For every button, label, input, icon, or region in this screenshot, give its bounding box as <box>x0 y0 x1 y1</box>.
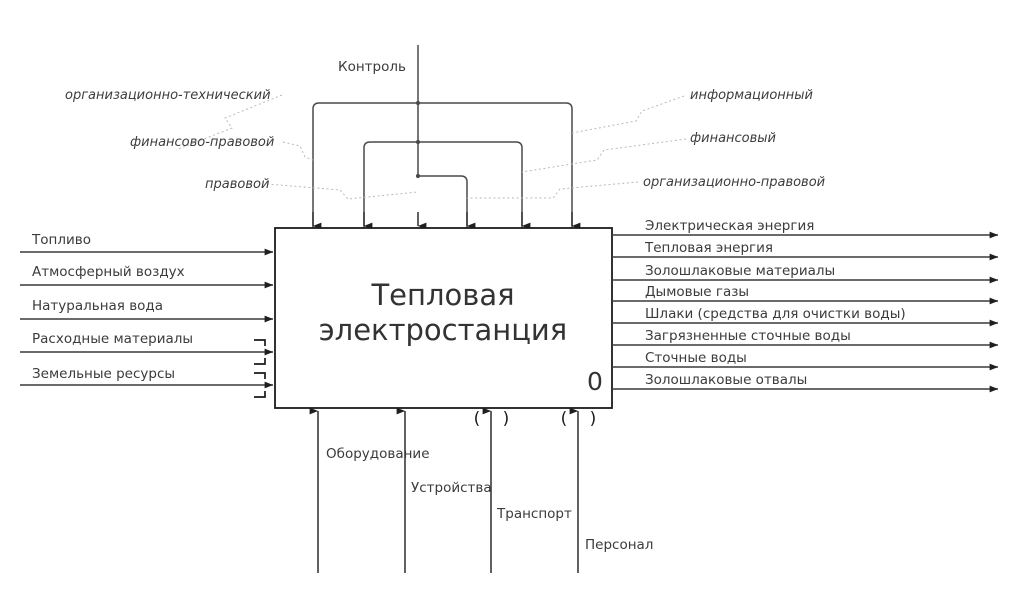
control-branch-network <box>312 45 573 228</box>
output-label-6: Загрязненные сточные воды <box>645 328 851 344</box>
control-trunk-label: Контроль <box>338 59 406 75</box>
tunnel-paren-close-4: ) <box>590 409 597 429</box>
leader-right-2 <box>521 138 687 173</box>
input-label-5: Земельные ресурсы <box>32 366 175 382</box>
input-label-4: Расходные материалы <box>32 331 193 347</box>
output-label-1: Электрическая энергия <box>645 218 814 234</box>
input-arrows <box>20 248 274 389</box>
output-label-4: Дымовые газы <box>645 284 749 300</box>
control-bracket-level-3 <box>418 175 468 228</box>
tunnel-bracket-in4-bottom <box>254 358 266 365</box>
output-label-7: Сточные воды <box>645 350 747 366</box>
activity-box-title-line-2: электростанция <box>319 313 567 347</box>
mechanism-label-3: Транспорт <box>496 506 572 522</box>
control-bracket-level-1 <box>312 102 573 228</box>
output-label-8: Золошлаковые отвалы <box>645 372 807 388</box>
output-label-5: Шлаки (средства для очистки воды) <box>645 306 906 322</box>
tunnel-paren-open-4: ( <box>561 409 568 429</box>
leader-right-1 <box>571 95 685 134</box>
activity-box-title-line-1: Тепловая <box>370 278 514 312</box>
control-leader-lines <box>175 94 687 200</box>
output-label-2: Тепловая энергия <box>644 240 773 256</box>
control-label-left-1: организационно-технический <box>65 88 271 103</box>
tunnel-bracket-in5-top <box>254 372 266 379</box>
tunnel-paren-open-3: ( <box>474 409 481 429</box>
mechanism-label-1: Оборудование <box>326 446 430 462</box>
control-label-left-3: правовой <box>205 177 269 192</box>
activity-box <box>274 227 613 409</box>
tunnel-paren-close-3: ) <box>503 409 510 429</box>
leader-left-3 <box>266 183 419 200</box>
control-label-right-2: финансовый <box>690 131 776 146</box>
activity-box-node-number: 0 <box>587 367 603 396</box>
input-label-3: Натуральная вода <box>32 298 163 314</box>
input-label-2: Атмосферный воздух <box>32 264 185 280</box>
leader-right-3 <box>467 181 639 199</box>
tunnel-bracket-in4-top <box>254 339 266 346</box>
output-arrows <box>612 231 999 393</box>
mechanism-tunnel-markers: ( ) ( ) <box>474 409 597 429</box>
control-label-right-1: информационный <box>690 88 813 103</box>
tunnel-bracket-in5-bottom <box>254 391 266 398</box>
mechanism-label-4: Персонал <box>585 537 653 553</box>
output-label-3: Золошлаковые материалы <box>645 263 835 279</box>
leader-left-2 <box>282 141 314 161</box>
control-label-left-2: финансово-правовой <box>130 135 274 150</box>
mechanism-label-2: Устройства <box>411 480 492 496</box>
control-label-right-3: организационно-правовой <box>643 175 825 190</box>
control-arrowheads <box>312 212 581 230</box>
control-bracket-level-2 <box>363 141 523 228</box>
input-label-1: Топливо <box>31 232 91 248</box>
mechanism-arrows <box>309 407 579 573</box>
input-tunnel-markers <box>254 339 266 398</box>
